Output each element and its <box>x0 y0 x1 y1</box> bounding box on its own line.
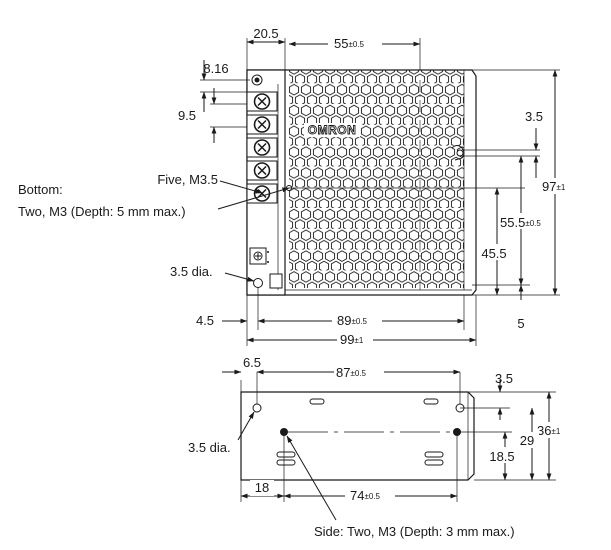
dim-terminal-pitch-label: 9.5 <box>178 108 196 123</box>
side-hole-right <box>453 428 461 436</box>
dim-bottom-hole-spacing-label: 87±0.5 <box>336 365 367 380</box>
ventilation-grille <box>289 70 464 288</box>
dim-side-hole-spacing-label: 74±0.5 <box>350 488 381 503</box>
bottom-case-outline <box>240 391 475 481</box>
dim-terminal-width-label: 20.5 <box>253 26 278 41</box>
terminal-4 <box>246 160 278 181</box>
bottom-holes-label: Two, M3 (Depth: 5 mm max.) <box>18 204 186 219</box>
dim-hole-row-label: 29 <box>520 433 534 448</box>
terminal-5 <box>246 183 278 204</box>
dim-side-hole-left-label: 18 <box>255 480 269 495</box>
dim-left-hole-label: 4.5 <box>196 313 214 328</box>
dim-hole-spacing-label: 89±0.5 <box>337 313 368 328</box>
bottom-hole-dia-label: 3.5 dia. <box>188 440 231 455</box>
led-indicator <box>267 251 269 253</box>
dim-terminal-offset-label: 8.16 <box>203 61 228 76</box>
top-screw-head <box>254 77 260 83</box>
vent-slot <box>309 398 325 405</box>
terminal-1 <box>246 91 278 112</box>
side-holes-label: Side: Two, M3 (Depth: 3 mm max.) <box>314 524 515 539</box>
logo-plate <box>304 123 360 137</box>
dim-height-label: 97±1 <box>542 179 566 194</box>
bottom-view <box>240 391 475 481</box>
dim-grille-width-label: 55±0.5 <box>334 36 365 51</box>
dim-center-height-label: 55.5±0.5 <box>500 215 541 230</box>
dim-bottom-hole-edge-label: 3.5 <box>495 371 513 386</box>
dim-bottom-offset-label: 5 <box>517 316 524 331</box>
terminal-2 <box>246 114 278 135</box>
dim-clip-offset-label: 3.5 <box>525 109 543 124</box>
bottom-label: Bottom: <box>18 182 63 197</box>
side-hole-left <box>280 428 288 436</box>
dim-side-hole-height-label: 18.5 <box>489 449 514 464</box>
front-hole-dia-label: 3.5 dia. <box>170 264 213 279</box>
adjuster-knob-icon <box>253 251 263 261</box>
bottom-dimensions: 6.5 87±0.5 3.5 36±1 29 18.5 3.5 dia. <box>188 355 562 539</box>
dim-mount-height-label: 45.5 <box>481 246 506 261</box>
din-clip <box>269 273 283 289</box>
bottom-hole-left <box>252 403 262 413</box>
terminal-screws-leader <box>219 180 263 194</box>
terminal-screws-label: Five, M3.5 <box>157 172 218 187</box>
terminal-3 <box>246 137 278 158</box>
dim-depth-label: 36±1 <box>537 423 561 438</box>
dim-width-label: 99±1 <box>340 332 364 347</box>
brand-logo: OMRON <box>308 123 357 137</box>
front-view: OMRON <box>246 69 540 296</box>
dim-bottom-left-hole-label: 6.5 <box>243 355 261 370</box>
bottom-holes-leader <box>217 187 290 210</box>
side-holes-leader <box>286 435 337 521</box>
mount-hole-left <box>253 278 263 288</box>
front-dimensions: 20.5 55±0.5 8.16 9.5 Five, M3.5 Bottom: … <box>18 26 566 347</box>
